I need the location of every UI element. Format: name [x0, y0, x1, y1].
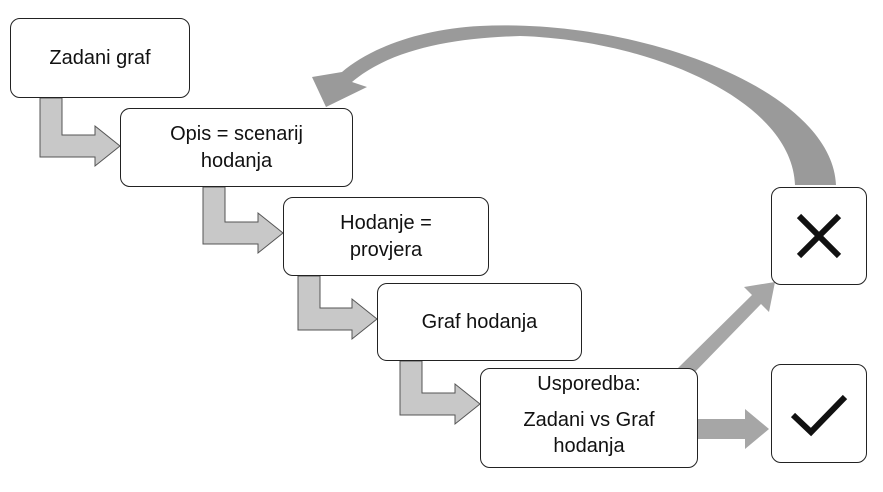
pass-box [771, 364, 867, 463]
step-label: Hodanje = [340, 211, 432, 234]
loop-back-arrow [312, 25, 836, 185]
arrow-to-fail [678, 282, 775, 375]
step-label: provjera [349, 238, 423, 261]
step-label: Opis = scenarij [170, 122, 303, 145]
step-walk-scenario: Opis = scenarij hodanja [120, 108, 353, 187]
arrow-to-pass [698, 409, 769, 449]
bent-arrow-1 [39, 97, 121, 168]
bent-arrow-4 [399, 360, 481, 426]
step-label: hodanja [553, 435, 625, 457]
step-label: Zadani graf [49, 46, 151, 69]
bent-arrow-2 [202, 186, 284, 255]
step-given-graph: Zadani graf [10, 18, 190, 98]
cross-icon [796, 213, 842, 259]
step-label: Usporedba: [537, 373, 641, 395]
step-walk-check: Hodanje = provjera [283, 197, 489, 276]
step-label: Zadani vs Graf [523, 409, 655, 431]
step-walk-graph: Graf hodanja [377, 283, 582, 361]
step-comparison: Usporedba: Zadani vs Graf hodanja [480, 368, 698, 468]
bent-arrow-3 [297, 275, 378, 341]
step-label: Graf hodanja [421, 310, 538, 333]
checkmark-icon [790, 394, 848, 436]
fail-box [771, 187, 867, 285]
step-label: hodanja [200, 149, 273, 172]
